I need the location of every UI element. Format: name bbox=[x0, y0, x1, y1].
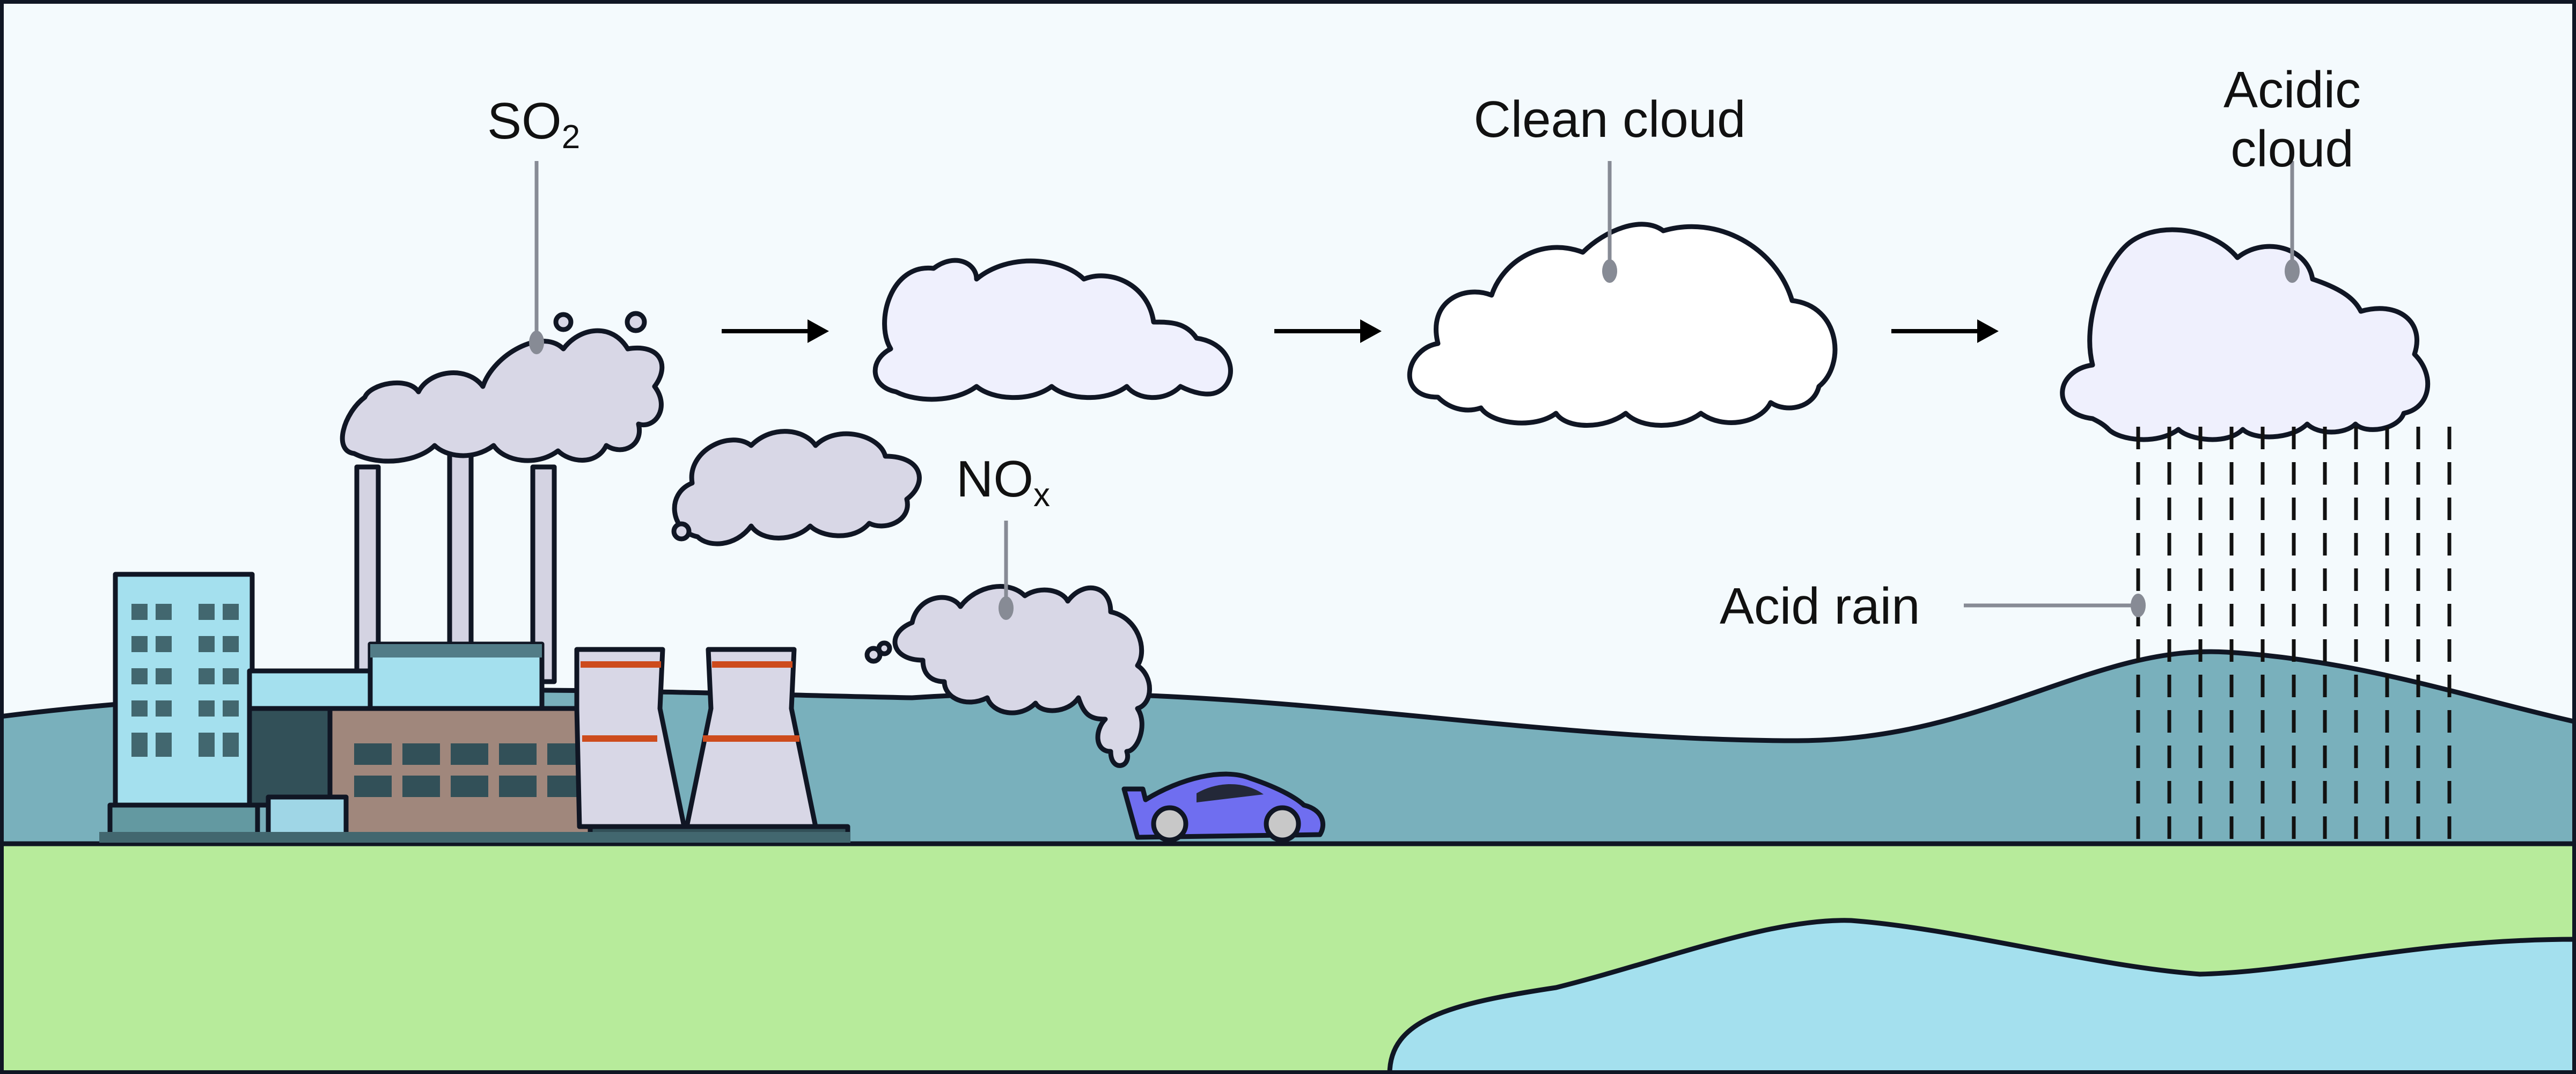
acid-rain-label: Acid rain bbox=[1720, 578, 1920, 635]
lake bbox=[1387, 918, 2576, 1074]
cloud-first bbox=[872, 258, 1233, 402]
factory bbox=[99, 443, 850, 845]
smoke-cloud-factory bbox=[340, 328, 665, 464]
acidic-cloud-leader-dot bbox=[2285, 259, 2300, 283]
so2-leader-dot bbox=[529, 331, 544, 354]
nox-label: NOx bbox=[956, 450, 1050, 514]
acidic-cloud-label-line1: Acidic bbox=[2223, 61, 2361, 119]
car bbox=[1121, 771, 1325, 843]
acidic-cloud-label-line2: cloud bbox=[2230, 120, 2354, 178]
nox-leader-dot bbox=[999, 596, 1014, 620]
clean-cloud-label: Clean cloud bbox=[1474, 91, 1746, 148]
smoke-cloud-car bbox=[892, 584, 1152, 768]
flow-arrows bbox=[722, 319, 1999, 343]
clean-cloud-leader-dot bbox=[1602, 259, 1617, 283]
so2-label: SO2 bbox=[487, 92, 580, 156]
acid-rain-leader-dot bbox=[2131, 594, 2146, 617]
smoke-cloud-middle bbox=[672, 429, 922, 546]
acidic-cloud bbox=[2060, 227, 2431, 442]
clean-cloud bbox=[1407, 222, 1838, 428]
